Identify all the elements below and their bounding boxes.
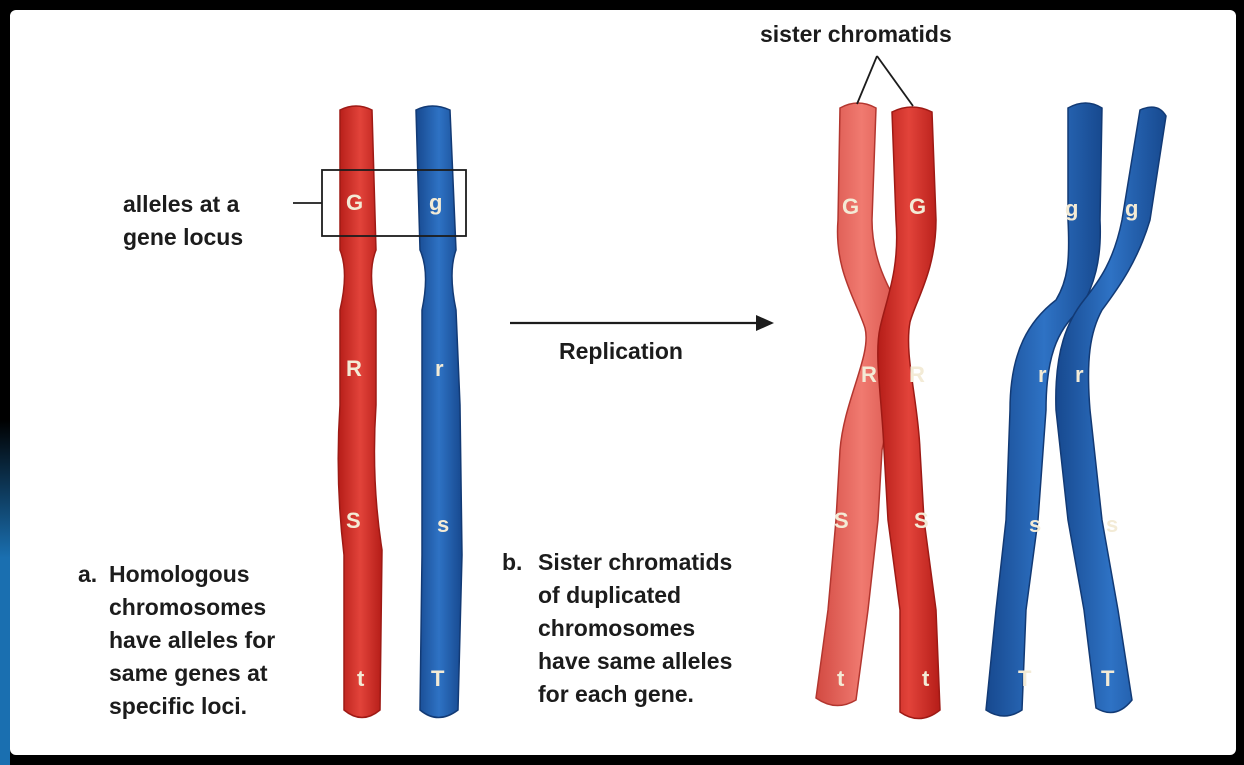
caption-a-line: specific loci. — [109, 690, 275, 723]
caption-a-line: Homologous — [109, 558, 275, 591]
allele-label: R — [346, 356, 362, 381]
alleles-locus-label: alleles at a gene locus — [123, 188, 243, 254]
allele-label: s — [437, 512, 449, 537]
caption-b-line: have same alleles — [538, 645, 732, 678]
allele-label: s — [1029, 512, 1041, 537]
allele-label: r — [1075, 362, 1084, 387]
allele-label: R — [909, 362, 925, 387]
allele-label: G — [346, 190, 363, 215]
caption-b-text: Sister chromatids of duplicated chromoso… — [538, 546, 732, 711]
caption-a-marker: a. — [78, 558, 97, 591]
allele-label: G — [842, 194, 859, 219]
allele-label: G — [909, 194, 926, 219]
caption-b-line: for each gene. — [538, 678, 732, 711]
allele-label: T — [431, 666, 445, 691]
sister-pointer-line — [877, 56, 913, 106]
allele-label: T — [1018, 666, 1032, 691]
caption-b-line: Sister chromatids — [538, 546, 732, 579]
alleles-locus-line: gene locus — [123, 221, 243, 254]
caption-a-line: same genes at — [109, 657, 275, 690]
allele-label: S — [346, 508, 361, 533]
allele-label: t — [837, 666, 845, 691]
caption-b-marker: b. — [502, 546, 522, 579]
caption-a-line: chromosomes — [109, 591, 275, 624]
replication-label: Replication — [559, 335, 683, 368]
sister-pointer-line — [857, 56, 877, 104]
left-edge-strip — [0, 420, 10, 765]
diagram-panel: G R S t g r s T G R S t G R S t g r s T … — [10, 10, 1236, 755]
allele-label: g — [429, 190, 442, 215]
allele-label: S — [914, 508, 929, 533]
allele-label: g — [1125, 196, 1138, 221]
arrowhead-icon — [756, 315, 774, 331]
caption-a-text: Homologous chromosomes have alleles for … — [109, 558, 275, 723]
allele-label: T — [1101, 666, 1115, 691]
caption-b-line: chromosomes — [538, 612, 732, 645]
caption-b: b. Sister chromatids of duplicated chrom… — [502, 546, 732, 711]
allele-label: R — [861, 362, 877, 387]
allele-label: g — [1065, 196, 1078, 221]
allele-label: r — [435, 356, 444, 381]
caption-b-line: of duplicated — [538, 579, 732, 612]
alleles-locus-line: alleles at a — [123, 188, 243, 221]
sister-chromatids-label: sister chromatids — [760, 18, 952, 51]
allele-label: S — [834, 508, 849, 533]
allele-label: t — [922, 666, 930, 691]
caption-a: a. Homologous chromosomes have alleles f… — [78, 558, 275, 723]
caption-a-line: have alleles for — [109, 624, 275, 657]
allele-label: s — [1106, 512, 1118, 537]
allele-label: r — [1038, 362, 1047, 387]
allele-label: t — [357, 666, 365, 691]
